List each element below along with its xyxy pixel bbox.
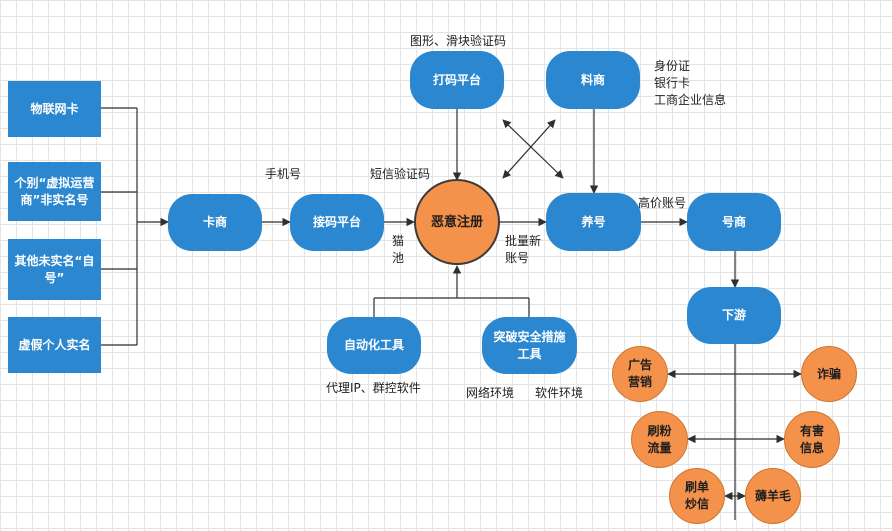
node-malicious-registration: 恶意注册: [414, 179, 500, 265]
label-proxy-tools: 代理IP、群控软件: [326, 381, 421, 395]
node-account-dealer: 号商: [687, 193, 781, 251]
label-sms-code: 短信验证码: [370, 167, 431, 181]
label-id-items: 身份证 银行卡 工商企业信息: [654, 59, 727, 107]
label-cat-pool: 猫 池: [392, 234, 405, 265]
node-virtual-operator: 个别“虚拟运营 商”非实名号: [8, 162, 101, 221]
node-other-unverified: 其他未实名“自 号”: [8, 239, 101, 300]
node-downstream: 下游: [687, 287, 781, 344]
node-automation-tools: 自动化工具: [327, 317, 421, 374]
label-captcha-types: 图形、滑块验证码: [410, 34, 507, 48]
node-fake-followers: 刷粉 流量: [631, 411, 688, 468]
node-iot-card: 物联网卡: [8, 81, 101, 137]
node-sms-platform: 接码平台: [290, 194, 384, 251]
label-network-env: 网络环境: [466, 386, 515, 400]
label-batch-accounts: 批量新 账号: [505, 234, 542, 265]
node-fake-identity: 虚假个人实名: [8, 317, 101, 373]
node-captcha-platform: 打码平台: [410, 51, 504, 109]
node-card-dealer: 卡商: [168, 194, 262, 251]
node-fraud: 诈骗: [801, 346, 857, 402]
node-data-dealer: 料商: [546, 51, 640, 109]
node-freebie-abuse: 薅羊毛: [745, 468, 801, 524]
node-harmful-info: 有害 信息: [784, 411, 840, 468]
node-ad-marketing: 广告 营销: [612, 346, 668, 402]
node-bypass-security-tools: 突破安全措施 工具: [482, 317, 577, 374]
label-software-env: 软件环境: [535, 386, 584, 400]
label-phone-number: 手机号: [265, 167, 302, 181]
label-high-value-accounts: 高价账号: [638, 196, 687, 210]
node-fake-orders: 刷单 炒信: [669, 468, 725, 524]
edge-cross-b: [502, 119, 556, 179]
node-account-farming: 养号: [546, 193, 641, 251]
edge-cross-a: [502, 119, 564, 179]
